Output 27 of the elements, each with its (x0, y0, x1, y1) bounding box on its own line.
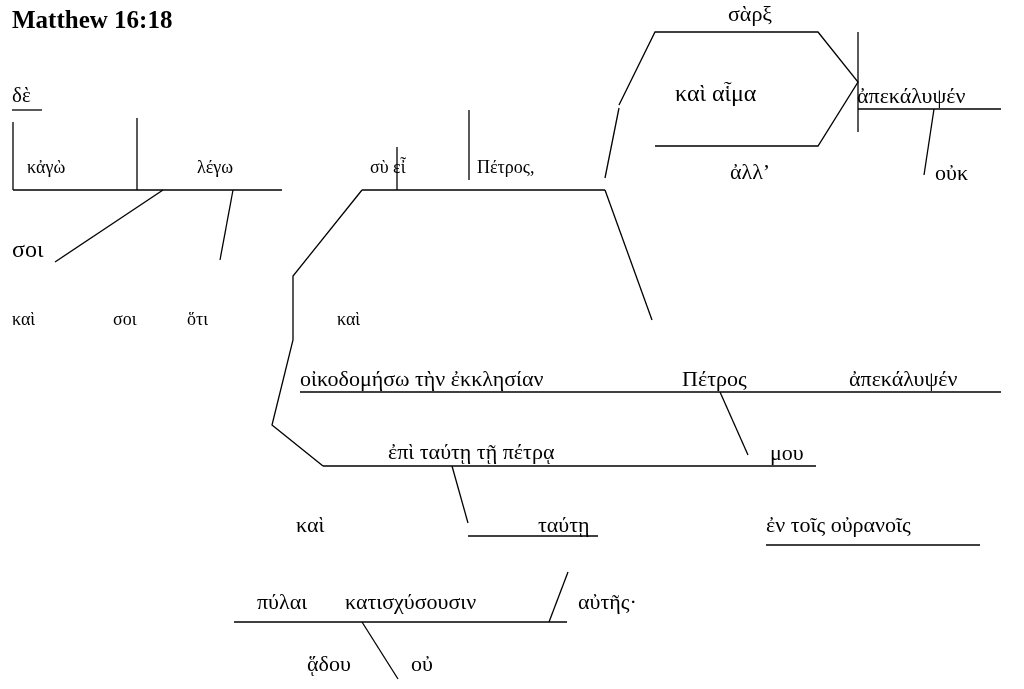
word: ᾅδου (307, 652, 351, 677)
word: ἀπεκάλυψέν (849, 367, 958, 392)
word: οὐ (411, 652, 433, 677)
word: δὲ (12, 84, 31, 108)
word: καὶ (12, 310, 36, 330)
word: μου (770, 441, 804, 466)
word: ἀλλ’ (730, 160, 771, 185)
word: πύλαι (257, 590, 308, 615)
word: κατισχύσουσιν (345, 590, 477, 615)
word: σὰρξ (728, 2, 773, 27)
word: αὐτῆς· (578, 590, 637, 615)
word: καὶ (337, 310, 361, 330)
word: σοι (113, 310, 137, 330)
word: Πέτρος (682, 367, 747, 392)
word: καὶ (296, 513, 325, 538)
word: καὶ αἷμα (675, 80, 757, 107)
word: ὅτι (187, 310, 209, 330)
word: ἐπὶ ταύτῃ τῇ πέτρᾳ (388, 440, 555, 465)
word: οἰκοδομήσω τὴν ἐκκλησίαν (300, 367, 544, 392)
word: κἀγὼ (27, 158, 66, 178)
word: ἐν τοῖς οὐρανοῖς (766, 513, 911, 538)
word: Πέτρος, (477, 158, 535, 178)
title: Matthew 16:18 (12, 6, 173, 34)
word: ταύτῃ (538, 513, 590, 538)
word: λέγω (197, 158, 234, 178)
word: οὐκ (935, 161, 968, 186)
word: σοι (12, 236, 44, 263)
